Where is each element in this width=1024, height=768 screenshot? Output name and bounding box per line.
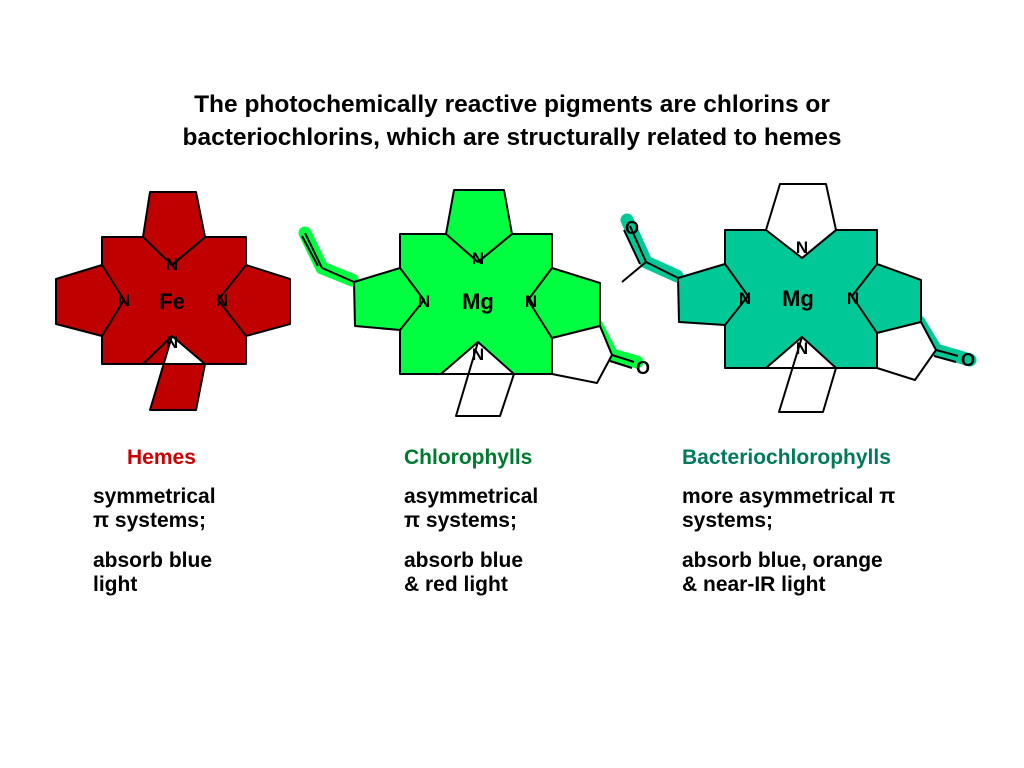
chlorophyll-n-right: N <box>525 292 537 311</box>
heading-chlorophylls: Chlorophylls <box>404 446 533 469</box>
chlorophyll-pyrrole-top <box>445 189 513 263</box>
hemes-absorb-line-1: absorb blue <box>93 549 213 572</box>
title-line-1: The photochemically reactive pigments ar… <box>194 91 830 118</box>
bacteriochlorophyll-o-acetyl: O <box>625 218 639 238</box>
chlorophyll-n-left: N <box>418 292 430 311</box>
chlorophyll-n-top: N <box>472 249 484 268</box>
bacteriochlorophyll-isocyclic-ring <box>876 321 937 381</box>
chlorophylls-absorb-line-1: absorb blue <box>404 549 524 572</box>
heme-n-bottom: N <box>166 333 178 352</box>
bacteriochlorophyll-n-right: N <box>847 289 859 308</box>
bacteriochlorophyll-o-carbonyl: O <box>961 350 975 370</box>
column-chlorophylls: Chlorophylls asymmetrical π systems; abs… <box>404 446 538 597</box>
pigment-structures: N N N N Fe N N N N Mg O <box>55 183 977 417</box>
column-bacteriochlorophylls: Bacteriochlorophylls more asymmetrical π… <box>682 446 895 597</box>
heading-hemes: Hemes <box>127 446 196 469</box>
chlorophyll-isocyclic-ring <box>551 325 613 384</box>
heme-pyrrole-right <box>217 264 291 337</box>
heme-n-left: N <box>118 291 130 310</box>
chlorophylls-absorb-line-2: & red light <box>404 573 508 596</box>
chlorophylls-desc-line-1: asymmetrical <box>404 485 539 508</box>
title-line-2: bacteriochlorins, which are structurally… <box>182 124 842 151</box>
heme-structure <box>55 191 291 411</box>
chlorophyll-atoms: N N N N Mg O <box>418 249 650 378</box>
hemes-desc-line-2: π systems; <box>93 509 206 532</box>
bacteriochlorophylls-absorb-line-2: & near-IR light <box>682 573 826 596</box>
hemes-desc-line-1: symmetrical <box>93 485 216 508</box>
bacteriochlorophyll-atoms: N N N N Mg O O <box>625 218 975 370</box>
chlorophyll-o-carbonyl: O <box>636 358 650 378</box>
bacteriochlorophyll-metal-mg: Mg <box>782 286 814 311</box>
heme-pyrrole-bottom <box>142 335 206 411</box>
heading-bacteriochlorophylls: Bacteriochlorophylls <box>682 446 891 469</box>
bacteriochlorophyll-n-left: N <box>739 289 751 308</box>
column-hemes: Hemes symmetrical π systems; absorb blue… <box>93 446 216 597</box>
slide-title: The photochemically reactive pigments ar… <box>100 88 924 154</box>
bacteriochlorophylls-desc-line-1: more asymmetrical π <box>682 485 896 508</box>
chlorophyll-n-bottom: N <box>472 345 484 364</box>
bacteriochlorophylls-desc-line-2: systems; <box>682 509 774 532</box>
chlorophylls-desc-line-2: π systems; <box>404 509 517 532</box>
heme-atoms: N N N N Fe <box>118 255 228 352</box>
bacteriochlorophyll-reduced-ring-top <box>765 183 837 259</box>
bacteriochlorophyll-reduced-ring-bottom <box>765 336 837 413</box>
chlorophyll-reduced-ring <box>440 341 515 417</box>
heme-n-top: N <box>166 255 178 274</box>
bacteriochlorophyll-n-top: N <box>796 238 808 257</box>
chlorophyll-metal-mg: Mg <box>462 289 494 314</box>
bacteriochlorophyll-structure <box>621 183 959 413</box>
heme-metal-fe: Fe <box>159 289 185 314</box>
hemes-absorb-line-2: light <box>93 573 138 596</box>
heme-pyrrole-left <box>55 264 125 337</box>
chlorophyll-structure <box>301 189 635 417</box>
heme-n-right: N <box>216 291 228 310</box>
bacteriochlorophylls-absorb-line-1: absorb blue, orange <box>682 549 883 572</box>
bacteriochlorophyll-n-bottom: N <box>796 339 808 358</box>
heme-pyrrole-top <box>142 191 206 266</box>
